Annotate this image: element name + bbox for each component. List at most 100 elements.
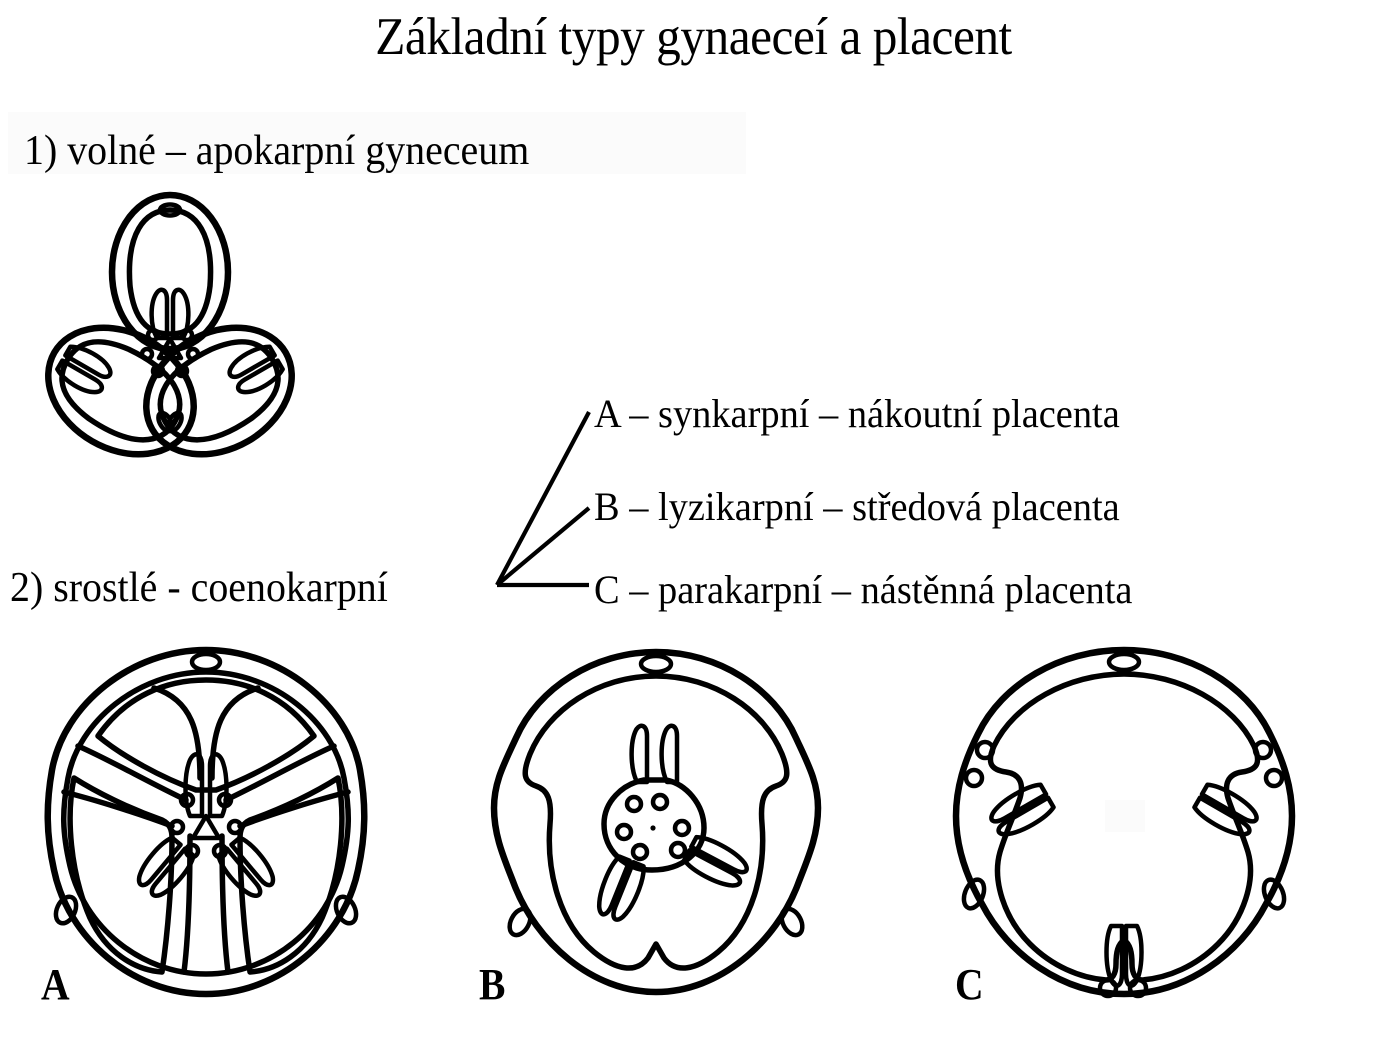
- wall-bundle-left: [507, 906, 533, 938]
- wall-bundle-top: [189, 651, 223, 673]
- carpel-upper: [108, 191, 232, 353]
- ovule-left: [235, 358, 285, 395]
- figure-c-parakarpni: [928, 636, 1328, 1016]
- ovule: [149, 846, 196, 898]
- connector-lines: [480, 380, 610, 610]
- ovule-left: [149, 287, 170, 341]
- ovule-pair-top: [183, 752, 229, 819]
- ovule: [996, 795, 1056, 837]
- carpel-locule: [126, 207, 214, 337]
- wall-bundle-top: [1106, 651, 1142, 673]
- connector-to-a: [495, 411, 591, 586]
- ovule: [207, 752, 229, 819]
- wall-bundle-left: [53, 894, 79, 926]
- locule-left: [67, 775, 175, 975]
- ovule: [1192, 795, 1252, 837]
- bundle-dot: [226, 818, 244, 836]
- ovule: [1199, 782, 1259, 824]
- ovule: [1104, 923, 1125, 988]
- placenta-triangle: [190, 813, 222, 841]
- connector-to-b: [495, 506, 591, 587]
- bundle-dot: [185, 346, 201, 362]
- wall-bundle-top: [638, 653, 674, 675]
- legend-item-parakarpni: C – parakarpní – nástěnná placenta: [594, 567, 1133, 612]
- ovule-pair-lower-right: [216, 835, 276, 898]
- bundle-dot: [139, 346, 155, 362]
- bundle-dot: [1263, 767, 1285, 789]
- bundle-dot: [630, 842, 650, 862]
- placenta-left: [963, 739, 1056, 837]
- locule-right: [237, 775, 345, 975]
- bundle-dot: [1097, 977, 1119, 999]
- free-central-placenta: [601, 723, 707, 873]
- bundle-dot: [650, 792, 670, 812]
- bundle-dot: [672, 818, 692, 838]
- septum-left-face: [61, 789, 175, 829]
- locule-top: [95, 677, 317, 793]
- wall-bundle-right: [333, 894, 359, 926]
- figure-label-c: C: [955, 960, 984, 1009]
- ovule: [229, 835, 276, 888]
- ovary-outer-wall: [44, 646, 368, 998]
- ovule-right: [55, 358, 105, 395]
- bundle-dot: [168, 818, 186, 836]
- bundle-dot: [614, 822, 634, 842]
- figure-apocarpous-gynoecium: [18, 186, 338, 476]
- wall-bundle-right-lower: [1261, 877, 1287, 911]
- ovule: [596, 854, 632, 917]
- wall-bundle-left-lower: [961, 877, 987, 911]
- figure-b-lyzikarpni: [466, 636, 856, 1016]
- ovule-pair-lower-left: [596, 854, 646, 922]
- ovule: [216, 846, 263, 898]
- placenta-right: [1192, 739, 1285, 837]
- legend-item-synkarpni: A – synkarpní – nákoutní placenta: [594, 391, 1120, 436]
- figure-label-b: B: [479, 960, 506, 1009]
- ovule: [1123, 923, 1144, 988]
- bundle-dot: [963, 767, 985, 789]
- heading-apocarpous: 1) volné – apokarpní gyneceum: [24, 128, 530, 174]
- ovule: [611, 859, 646, 922]
- ovule: [689, 834, 749, 875]
- ovary-inner-wall: [61, 669, 351, 977]
- placenta-lobe-right: [659, 723, 680, 785]
- wall-bundle-right: [779, 906, 805, 938]
- ovary-outer-wall: [952, 646, 1296, 998]
- ovule-pair-lower-left: [136, 835, 196, 898]
- legend-item-lyzikarpni: B – lyzikarpní – středová placenta: [594, 484, 1120, 529]
- septum-top: [151, 685, 261, 781]
- septum-upper-left: [75, 743, 189, 803]
- bundle-dot: [145, 327, 161, 343]
- placenta-bottom: [1097, 923, 1149, 999]
- receptacle-center: [139, 327, 201, 379]
- ovule-pair-lower-right: [681, 834, 749, 888]
- dorsal-bundle: [156, 410, 175, 434]
- placenta-lobe-left: [629, 723, 650, 785]
- bundle-dot: [668, 840, 688, 860]
- carpel-wall: [108, 191, 232, 353]
- dorsal-bundle: [157, 202, 183, 218]
- page-title: Základní typy gynaeceí a placent: [375, 8, 1012, 66]
- ovule: [136, 835, 183, 888]
- figure-a-synkarpni: [16, 636, 406, 1016]
- bundle-dot: [150, 363, 166, 379]
- bundle-dot: [174, 363, 190, 379]
- ovule-right: [227, 344, 277, 379]
- axile-placenta: [168, 791, 244, 860]
- septum-right-face: [237, 789, 351, 829]
- ovule-right: [170, 287, 191, 341]
- bundle-dot: [624, 794, 644, 814]
- septa-group: [61, 743, 351, 975]
- receptacle-triangle: [156, 336, 184, 361]
- septum-upper-right: [223, 743, 337, 803]
- ovule: [989, 782, 1049, 824]
- ovule: [183, 752, 205, 819]
- ovule-left: [63, 344, 113, 379]
- heading-coenocarpous: 2) srostlé - coenokarpní: [10, 565, 388, 611]
- center-dot: [650, 825, 656, 831]
- bundle-dot: [179, 327, 195, 343]
- placenta-body: [601, 777, 707, 873]
- ovule: [681, 848, 743, 888]
- bundle-dot: [1252, 739, 1274, 761]
- figure-label-a: A: [41, 960, 70, 1009]
